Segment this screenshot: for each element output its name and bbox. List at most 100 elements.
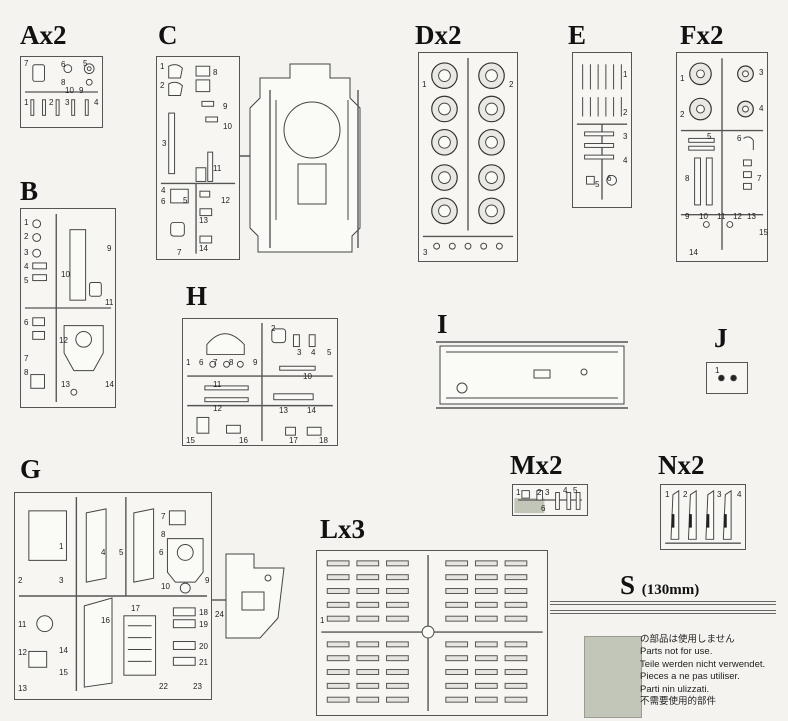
part-number: 3 [545,488,550,497]
sprue-c-parts [160,64,236,254]
sprue-d-parts [422,58,514,250]
part-number: 6 [24,318,29,327]
sprue-e-parts [576,64,628,200]
part-number: 4 [737,490,742,499]
part-number: 8 [213,68,218,77]
part-number: 1 [422,80,427,89]
part-number: 4 [101,548,106,557]
part-number: 1 [516,488,521,497]
part-number: 2 [160,81,165,90]
sprue-title-a: Ax2 [20,20,67,50]
sprue-j-frame: 1 [706,362,748,394]
part-number: 1 [186,358,191,367]
sprue-title-n: Nx2 [658,450,705,480]
part-number: 5 [707,132,712,141]
part-number: 5 [183,196,188,205]
part-number: 10 [699,212,708,221]
part-number: 10 [65,86,74,95]
sprue-l-parts [321,554,543,712]
part-number: 4 [563,486,568,495]
sprue-b-frame: 1 2 3 4 5 6 7 8 9 10 11 12 13 14 [20,208,116,408]
part-number: 13 [18,684,27,693]
part-number: 3 [423,248,428,257]
part-number: 8 [161,530,166,539]
sprue-title-l: Lx3 [320,514,366,544]
part-number: 2 [271,324,276,333]
part-number: 18 [319,436,328,445]
part-number: 5 [119,548,124,557]
part-number: 6 [607,174,612,183]
part-number: 1 [160,62,165,71]
sprue-title-s-letter: S [620,570,636,600]
part-number: 9 [253,358,258,367]
part-number: 11 [105,298,114,307]
part-number: 2 [537,488,542,497]
sprue-title-d: Dx2 [415,20,462,50]
part-number: 4 [24,262,29,271]
part-number: 5 [327,348,332,357]
part-number: 1 [715,366,720,375]
part-number: 3 [24,248,29,257]
part-number: 14 [307,406,316,415]
part-number: 6 [161,197,166,206]
part-number: 4 [94,98,99,107]
sprue-c-frame: 1 2 3 4 5 6 7 8 9 10 11 12 13 14 15 [156,56,262,260]
part-number: 11 [213,380,222,389]
sprue-title-e: E [568,20,587,50]
part-number: 1 [665,490,670,499]
part-number: 3 [59,576,64,585]
sprue-title-c: C [158,20,178,50]
part-number: 22 [159,682,168,691]
part-number: 5 [24,276,29,285]
sprue-title-g: G [20,454,42,484]
sprue-i-part [436,341,628,409]
part-number: 9 [107,244,112,253]
part-number: 1 [24,218,29,227]
part-number: 3 [65,98,70,107]
part-number: 10 [223,122,232,131]
part-number: 8 [229,358,234,367]
sprue-m-parts [514,490,582,514]
sprue-m-frame: 1 2 3 4 5 6 [512,484,588,516]
part-number: 3 [162,139,167,148]
part-number: 17 [289,436,298,445]
part-number: 9 [205,576,210,585]
part-number: 2 [49,98,54,107]
sprue-n-frame: 1 2 3 4 [660,484,746,550]
part-number: 7 [177,248,182,257]
part-number: 18 [199,608,208,617]
part-number: 21 [199,658,208,667]
part-number: 10 [161,582,170,591]
sprue-g-parts [18,497,208,692]
part-number: 14 [689,248,698,257]
sprue-title-s: S (130mm) [620,572,699,599]
sprue-title-j: J [714,323,728,353]
sprue-title-i: I [437,309,448,339]
part-number: 14 [199,244,208,253]
notice-line-fr: Pieces a ne pas utiliser. [640,671,740,683]
part-number: 7 [24,354,29,363]
part-number: 4 [161,186,166,195]
part-number: 2 [623,108,628,117]
part-number: 15 [186,436,195,445]
part-number: 6 [61,60,66,69]
sprue-h-parts [187,322,333,442]
part-number: 11 [18,620,27,629]
unused-parts-color-swatch [584,636,642,718]
sprue-g-hull-plate [212,553,285,639]
part-number: 8 [685,174,690,183]
part-number: 10 [303,372,312,381]
part-number: 12 [18,648,27,657]
part-number: 1 [59,542,64,551]
notice-line-it: Parti nin ulizzati. [640,683,710,695]
part-number: 12 [213,404,222,413]
part-number: 6 [737,134,742,143]
part-number: 11 [717,212,726,221]
hull-part-drawing [240,63,361,253]
sprue-title-h: H [186,281,208,311]
part-number: 4 [623,156,628,165]
sprue-n-parts [665,489,741,544]
sprue-s-rod-1 [550,601,776,605]
sprue-s-rod-2 [550,610,776,614]
part-number: 12 [59,336,68,345]
